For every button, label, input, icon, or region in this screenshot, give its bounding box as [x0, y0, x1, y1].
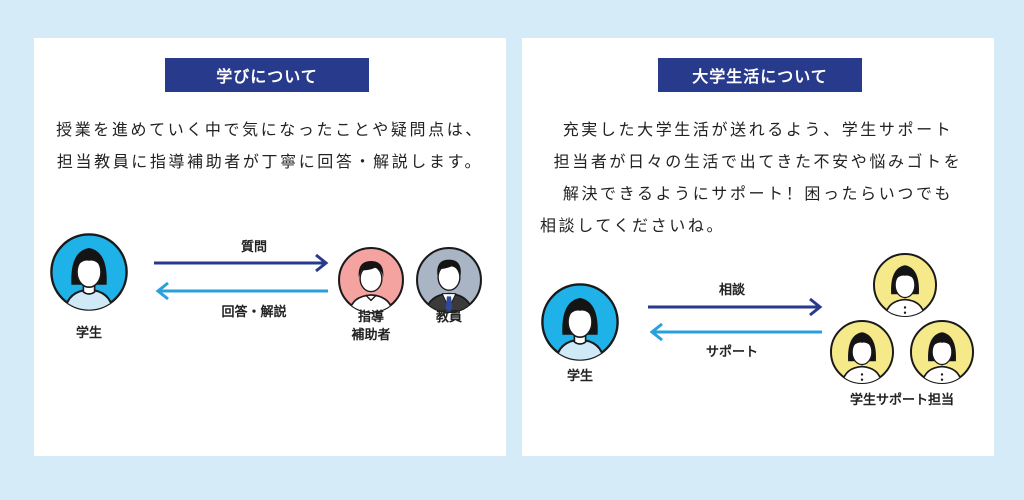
teacher-avatar-icon	[415, 246, 483, 314]
question-arrow-icon	[154, 253, 329, 273]
support-arrow-icon	[649, 322, 822, 342]
staff-avatar-right-icon	[909, 319, 975, 385]
student-avatar-icon	[49, 232, 129, 312]
student-label: 学生	[75, 326, 102, 341]
campus-student-label: 学生	[566, 369, 593, 384]
learning-text-line-1: 授業を進めていく中で気になったことや疑問点は、	[56, 120, 484, 139]
consult-label: 相談	[718, 283, 745, 298]
answer-label: 回答・解説	[221, 305, 287, 320]
campus-title: 大学生活について	[658, 58, 862, 92]
question-label: 質問	[240, 240, 267, 255]
staff-avatar-top-icon	[872, 252, 938, 318]
learning-title: 学びについて	[165, 58, 369, 92]
consult-arrow-icon	[648, 297, 823, 317]
assistant-label-2: 補助者	[351, 328, 391, 343]
support-label: サポート	[705, 345, 758, 360]
staff-label: 学生サポート担当	[849, 393, 954, 408]
staff-avatar-left-icon	[829, 319, 895, 385]
campus-text-line-2: 担当者が日々の生活で出てきた不安や悩みゴトを	[553, 152, 963, 171]
assistant-avatar-icon	[337, 246, 405, 314]
teacher-label: 教員	[435, 310, 462, 325]
campus-life-panel: 大学生活について 充実した大学生活が送れるよう、学生サポート 担当者が日々の生活…	[522, 38, 994, 456]
answer-arrow-icon	[155, 281, 328, 301]
learning-text-line-2: 担当教員に指導補助者が丁寧に回答・解説します。	[56, 152, 484, 171]
campus-text-line-1: 充実した大学生活が送れるよう、学生サポート	[562, 120, 954, 139]
campus-student-avatar-icon	[540, 282, 620, 362]
campus-text-line-3: 解決できるようにサポート！困ったらいつでも	[562, 184, 954, 203]
campus-text-line-4: 相談してくださいね。	[540, 216, 726, 235]
assistant-label-1: 指導	[357, 310, 384, 325]
learning-panel: 学びについて 授業を進めていく中で気になったことや疑問点は、 担当教員に指導補助…	[34, 38, 506, 456]
